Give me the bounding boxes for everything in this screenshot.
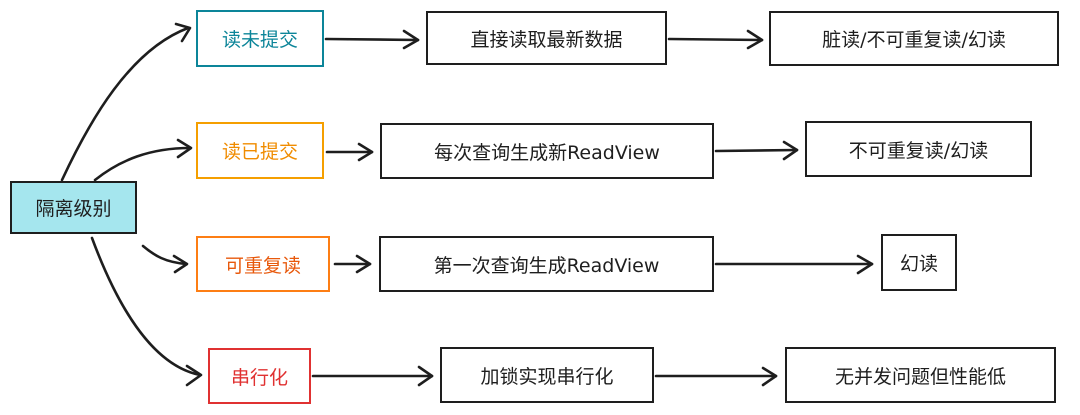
arrowhead-level-4-to-mechanism (417, 365, 434, 387)
mechanism-node-repeatable-read: 第一次查询生成ReadView (379, 236, 714, 292)
mechanism-node-read-committed: 每次查询生成新ReadView (380, 123, 714, 179)
issues-label: 不可重复读/幻读 (848, 139, 989, 162)
mechanism-node-serializable: 加锁实现串行化 (440, 347, 654, 403)
arrow-level-1-to-mechanism (324, 37, 420, 42)
level-node-repeatable-read: 可重复读 (196, 236, 330, 292)
arrowhead-root-to-level-1 (174, 22, 192, 43)
arrowhead-root-to-level-3 (172, 254, 189, 274)
arrowhead-level-1-to-mechanism (402, 29, 420, 50)
issues-node-repeatable-read: 幻读 (881, 234, 957, 291)
level-node-serializable: 串行化 (208, 348, 311, 404)
mechanism-label: 第一次查询生成ReadView (433, 254, 660, 277)
mechanism-label: 加锁实现串行化 (480, 365, 614, 388)
arrowhead-mechanism-1-to-issues (746, 29, 764, 50)
issues-label: 脏读/不可重复读/幻读 (822, 29, 1006, 51)
issues-node-serializable: 无并发问题但性能低 (785, 347, 1056, 403)
branch-root-to-level-4 (90, 236, 202, 377)
mechanism-node-read-uncommitted: 直接读取最新数据 (426, 11, 667, 65)
branch-root-to-level-3 (141, 244, 188, 266)
level-label: 串行化 (230, 366, 288, 389)
arrowhead-root-to-level-4 (185, 364, 203, 387)
level-node-read-uncommitted: 读未提交 (196, 10, 324, 67)
arrow-mechanism-2-to-issues (714, 148, 799, 153)
arrowhead-level-2-to-mechanism (357, 142, 374, 162)
branch-root-to-level-2 (93, 146, 192, 182)
level-node-read-committed: 读已提交 (196, 122, 324, 179)
arrowhead-mechanism-4-to-issues (761, 366, 778, 387)
mechanism-label: 直接读取最新数据 (470, 28, 623, 51)
arrowhead-mechanism-2-to-issues (782, 140, 799, 161)
arrow-mechanism-1-to-issues (667, 37, 764, 42)
mechanism-label: 每次查询生成新ReadView (434, 141, 660, 164)
arrowhead-root-to-level-2 (176, 138, 193, 159)
level-label: 读未提交 (221, 29, 298, 51)
branch-root-to-level-1 (60, 26, 190, 182)
root-node-isolation-level: 隔离级别 (10, 181, 137, 234)
issues-node-read-uncommitted: 脏读/不可重复读/幻读 (769, 11, 1059, 66)
root-node-label: 隔离级别 (35, 198, 112, 220)
arrowhead-mechanism-3-to-issues (856, 254, 874, 275)
level-label: 读已提交 (221, 141, 298, 163)
level-label: 可重复读 (224, 254, 301, 277)
arrowhead-level-3-to-mechanism (355, 254, 372, 274)
issues-label: 无并发问题但性能低 (834, 365, 1006, 388)
issues-node-read-committed: 不可重复读/幻读 (805, 121, 1032, 177)
issues-label: 幻读 (899, 253, 938, 275)
